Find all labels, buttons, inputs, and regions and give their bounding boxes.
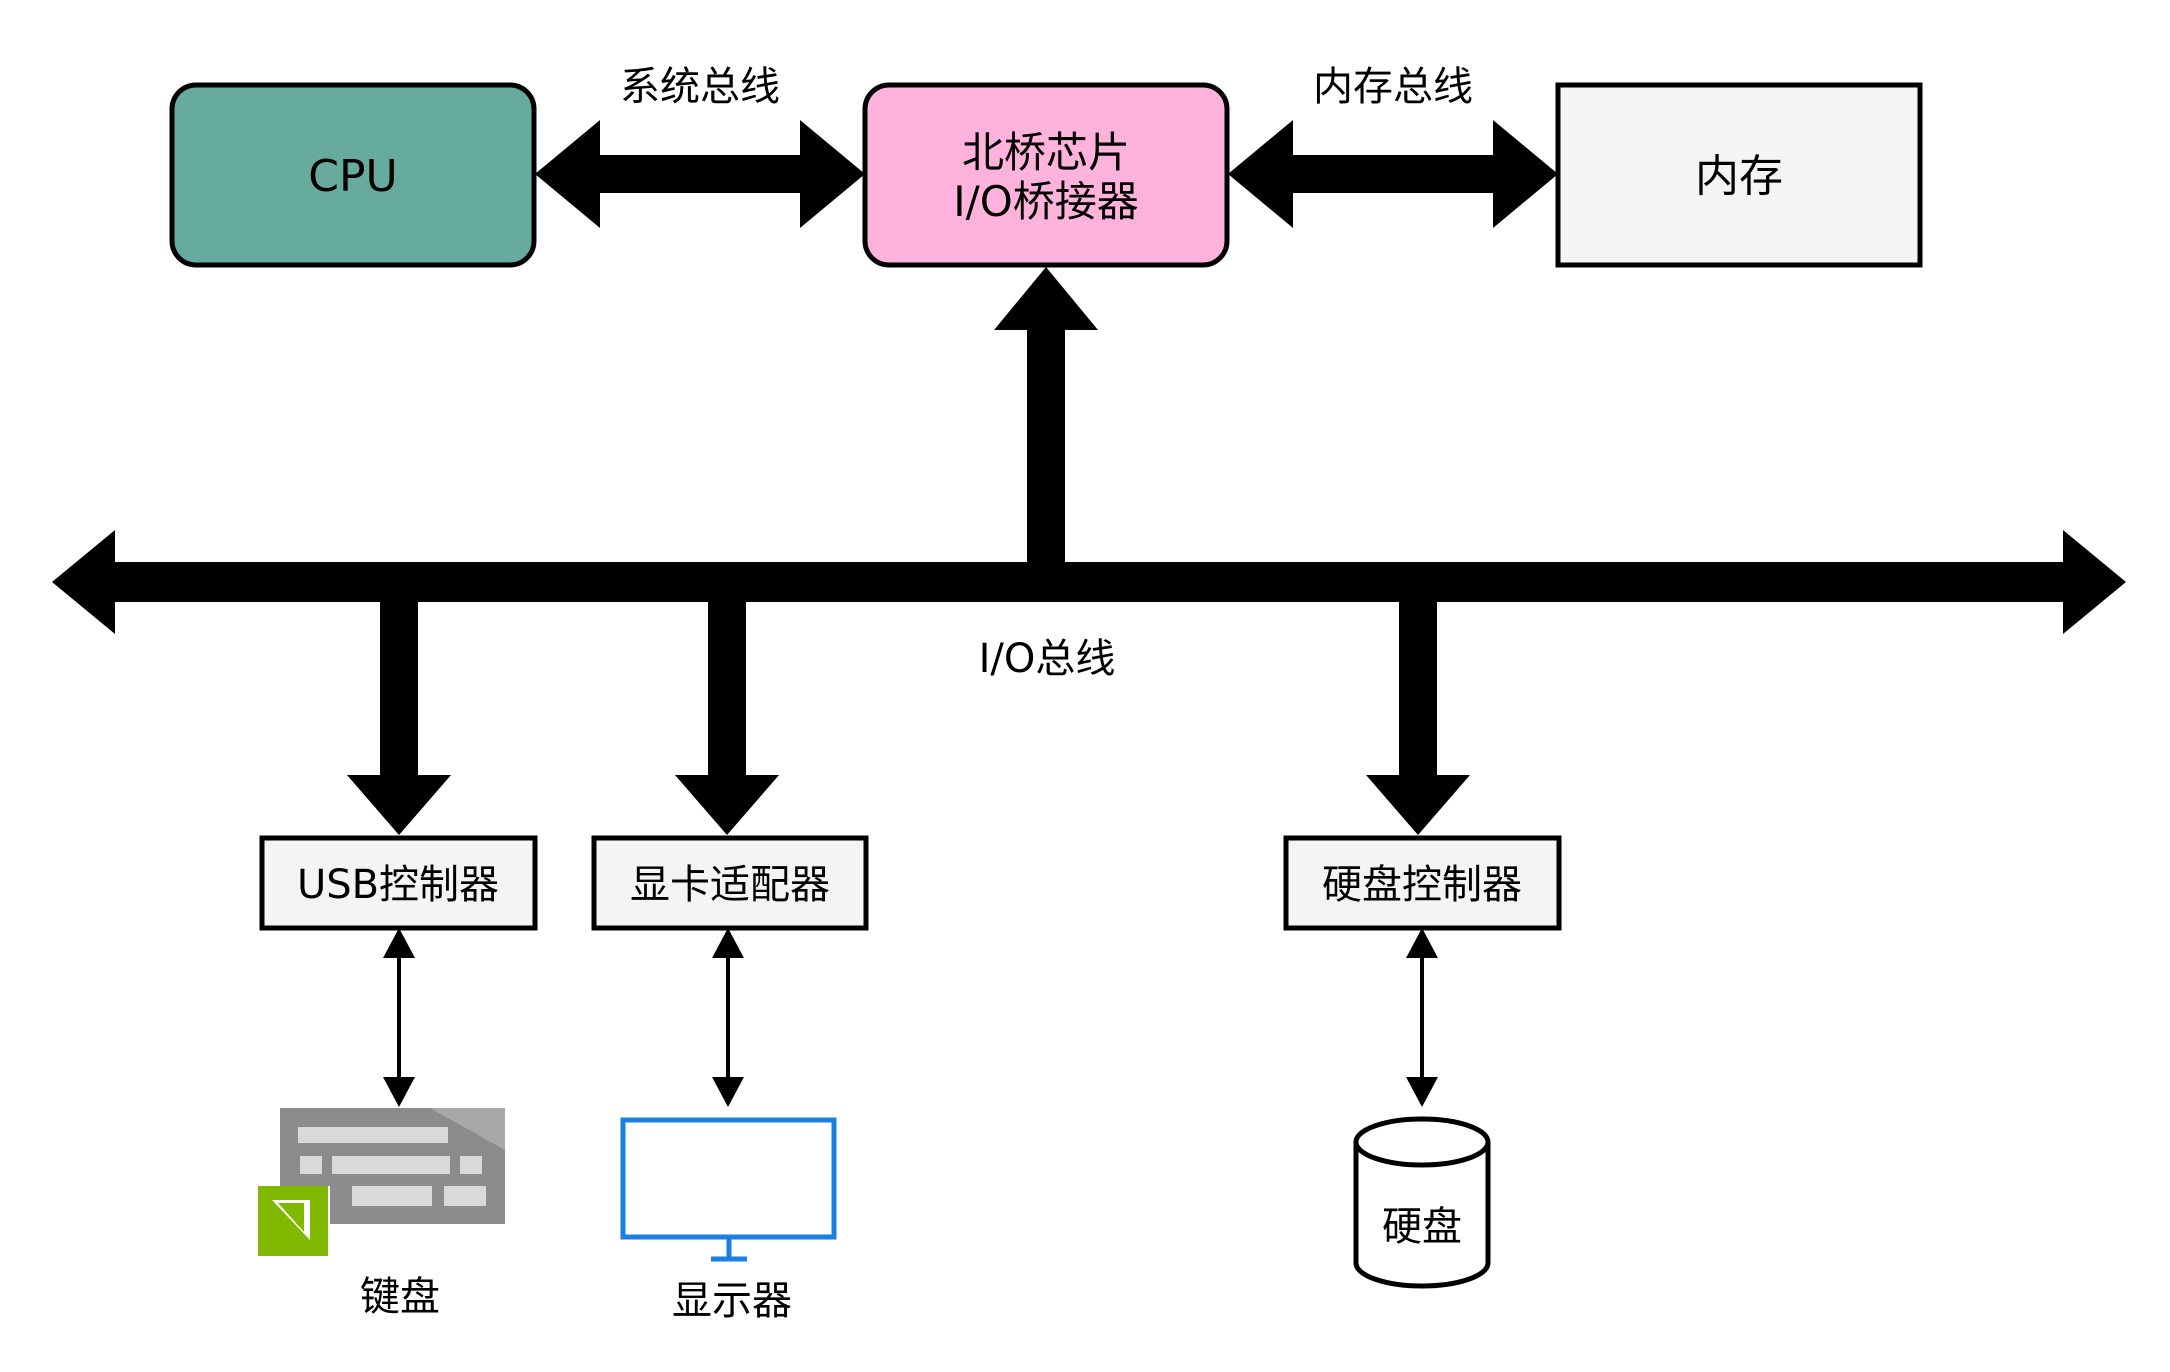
cpu-label: CPU [308, 151, 397, 202]
usb-keyboard-connector [383, 928, 415, 1107]
usb-controller-box [259, 835, 538, 931]
northbridge-label-line1: 北桥芯片 [962, 128, 1130, 177]
gpu-adapter-label: 显卡适配器 [630, 862, 830, 908]
monitor-icon [620, 1117, 837, 1262]
northbridge-box [862, 82, 1230, 268]
keyboard-label: 键盘 [360, 1274, 440, 1320]
disk-controller-node: 硬盘控制器 [1283, 835, 1562, 931]
gpu-adapter-box [591, 835, 869, 931]
memory-label: 内存 [1695, 151, 1783, 202]
memory-node: 内存 [1555, 82, 1923, 268]
memory-box [1555, 82, 1923, 268]
io-bus-label: I/O总线 [979, 636, 1116, 682]
memory-bus-arrow [1228, 120, 1558, 228]
cpu-node: CPU [169, 82, 537, 268]
cpu-box [169, 82, 537, 268]
northbridge-label-line2: I/O桥接器 [953, 177, 1139, 226]
disk-label: 硬盘 [1382, 1204, 1462, 1250]
io-to-disk-arrow [1366, 600, 1470, 835]
system-bus-arrow [535, 120, 865, 228]
memory-bus-label: 内存总线 [1313, 64, 1473, 110]
usb-controller-node: USB控制器 [259, 835, 538, 931]
gpu-adapter-node: 显卡适配器 [591, 835, 869, 931]
usb-controller-label: USB控制器 [297, 862, 499, 908]
system-bus-label: 系统总线 [620, 64, 780, 110]
gpu-monitor-connector [712, 928, 744, 1107]
disk-controller-disk-connector [1406, 928, 1438, 1107]
disk-controller-label: 硬盘控制器 [1322, 862, 1522, 908]
disk-cylinder-icon [1353, 1116, 1491, 1289]
monitor-label: 显示器 [672, 1278, 792, 1324]
io-to-northbridge-arrow [994, 267, 1098, 570]
io-to-gpu-arrow [675, 600, 779, 835]
io-to-usb-arrow [347, 600, 451, 835]
northbridge-node: 北桥芯片 I/O桥接器 [862, 82, 1230, 268]
keyboard-icon [258, 1108, 505, 1256]
disk-controller-box [1283, 835, 1562, 931]
io-bus-arrow [52, 530, 2126, 634]
